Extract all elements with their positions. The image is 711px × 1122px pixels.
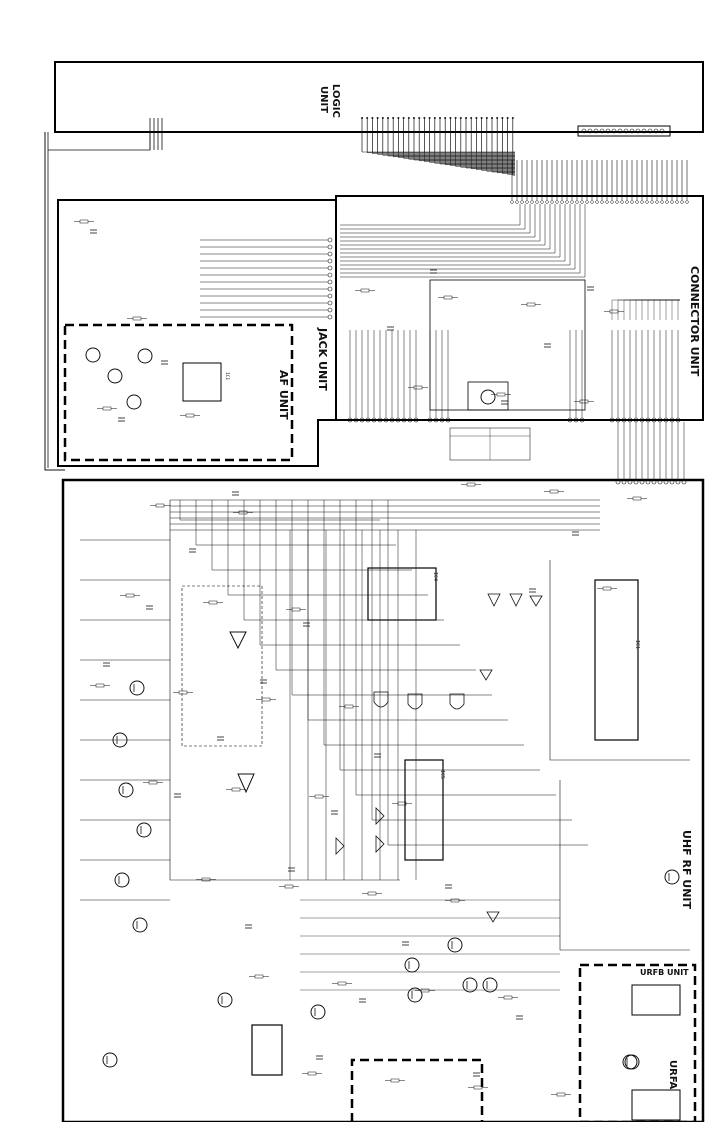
logic-gates — [373, 691, 465, 710]
urfa-unit-label: URFA — [667, 1060, 678, 1090]
connector-unit-label: CONNECTOR UNIT — [688, 266, 701, 377]
urfb-unit: URFB UNIT URFA — [578, 963, 697, 1122]
ic1-label: IC1 — [634, 640, 640, 649]
uhf-rf-unit-label: UHF RF UNIT — [680, 830, 693, 910]
logic-unit-label-2: UNIT — [318, 86, 329, 113]
wire-bundle-logic — [362, 151, 688, 200]
jack-unit-label: JACK UNIT — [316, 327, 329, 391]
lower-dashed-box — [350, 1058, 484, 1122]
circuit-wiring — [80, 499, 690, 991]
components — [74, 219, 647, 1097]
ic4-label: IC4 — [432, 572, 438, 581]
af-unit: AF UNIT IC1 — [63, 323, 294, 462]
pin-table — [449, 427, 531, 461]
left-outer-wires — [44, 132, 151, 471]
ic5-label: IC5 — [439, 770, 445, 779]
uhf-rf-unit: UHF RF UNIT — [61, 422, 705, 1122]
ic-blocks: IC4 IC5 IC1 — [181, 567, 640, 1076]
logic-unit-label-1: LOGIC — [330, 84, 341, 118]
opamps — [229, 593, 543, 923]
transistors — [102, 680, 680, 1070]
urfb-unit-label: URFB UNIT — [640, 968, 689, 977]
af-ic-label: IC1 — [224, 372, 230, 380]
logic-unit: LOGIC UNIT — [54, 61, 704, 152]
connector-unit: CONNECTOR UNIT — [200, 195, 704, 423]
af-unit-label: AF UNIT — [277, 370, 290, 420]
